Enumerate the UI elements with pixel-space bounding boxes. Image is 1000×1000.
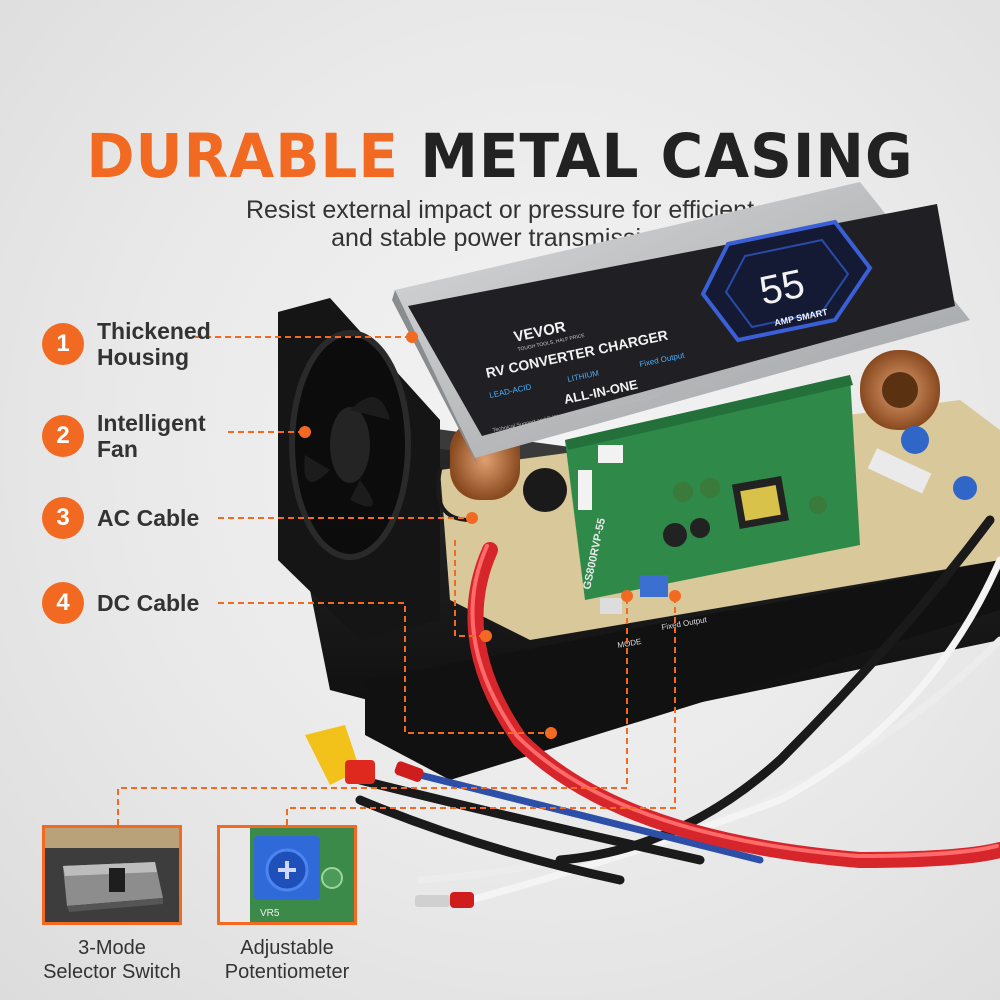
callout-dots xyxy=(299,331,681,739)
potentiometer-mark: VR5 xyxy=(260,908,280,919)
metal-casing-lid: 55 AMP SMART VEVOR TOUGH TOOLS, HALF PRI… xyxy=(392,182,970,466)
wire-terminals xyxy=(394,761,474,908)
callout-leaders xyxy=(117,336,676,825)
feature-number-badge: 4 xyxy=(42,582,84,624)
wire-nut xyxy=(305,725,375,785)
selector-switch-icon xyxy=(45,828,179,922)
feature-ac-cable: 3 AC Cable xyxy=(42,497,199,539)
feature-label: Intelligent Fan xyxy=(97,410,206,462)
control-pcb: GS800RVP-55 xyxy=(565,375,860,614)
headline-rest: METAL CASING xyxy=(420,120,914,192)
caption-potentiometer: Adjustable Potentiometer xyxy=(224,937,350,983)
feature-intelligent-fan: 2 Intelligent Fan xyxy=(42,410,206,462)
caption-selector-switch: 3-Mode Selector Switch xyxy=(43,937,181,983)
cooling-fan xyxy=(278,298,440,640)
amp-rating: 55 xyxy=(756,262,809,314)
feature-label: DC Cable xyxy=(97,590,200,616)
inset-selector-switch xyxy=(42,825,182,925)
feature-number-badge: 2 xyxy=(42,415,84,457)
headline: DURABLE METAL CASING xyxy=(0,120,1000,191)
feature-thickened-housing: 1 Thickened Housing xyxy=(42,318,211,370)
feature-number-badge: 1 xyxy=(42,323,84,365)
potentiometer-icon: VR5 xyxy=(220,828,354,922)
mode-label: MODE xyxy=(617,637,642,650)
cables xyxy=(355,468,1000,904)
inset-potentiometer: VR5 xyxy=(217,825,357,925)
headline-accent: DURABLE xyxy=(86,120,399,192)
feature-label: Thickened Housing xyxy=(97,318,211,370)
feature-number-badge: 3 xyxy=(42,497,84,539)
feature-dc-cable: 4 DC Cable xyxy=(42,582,199,624)
feature-label: AC Cable xyxy=(97,505,200,531)
